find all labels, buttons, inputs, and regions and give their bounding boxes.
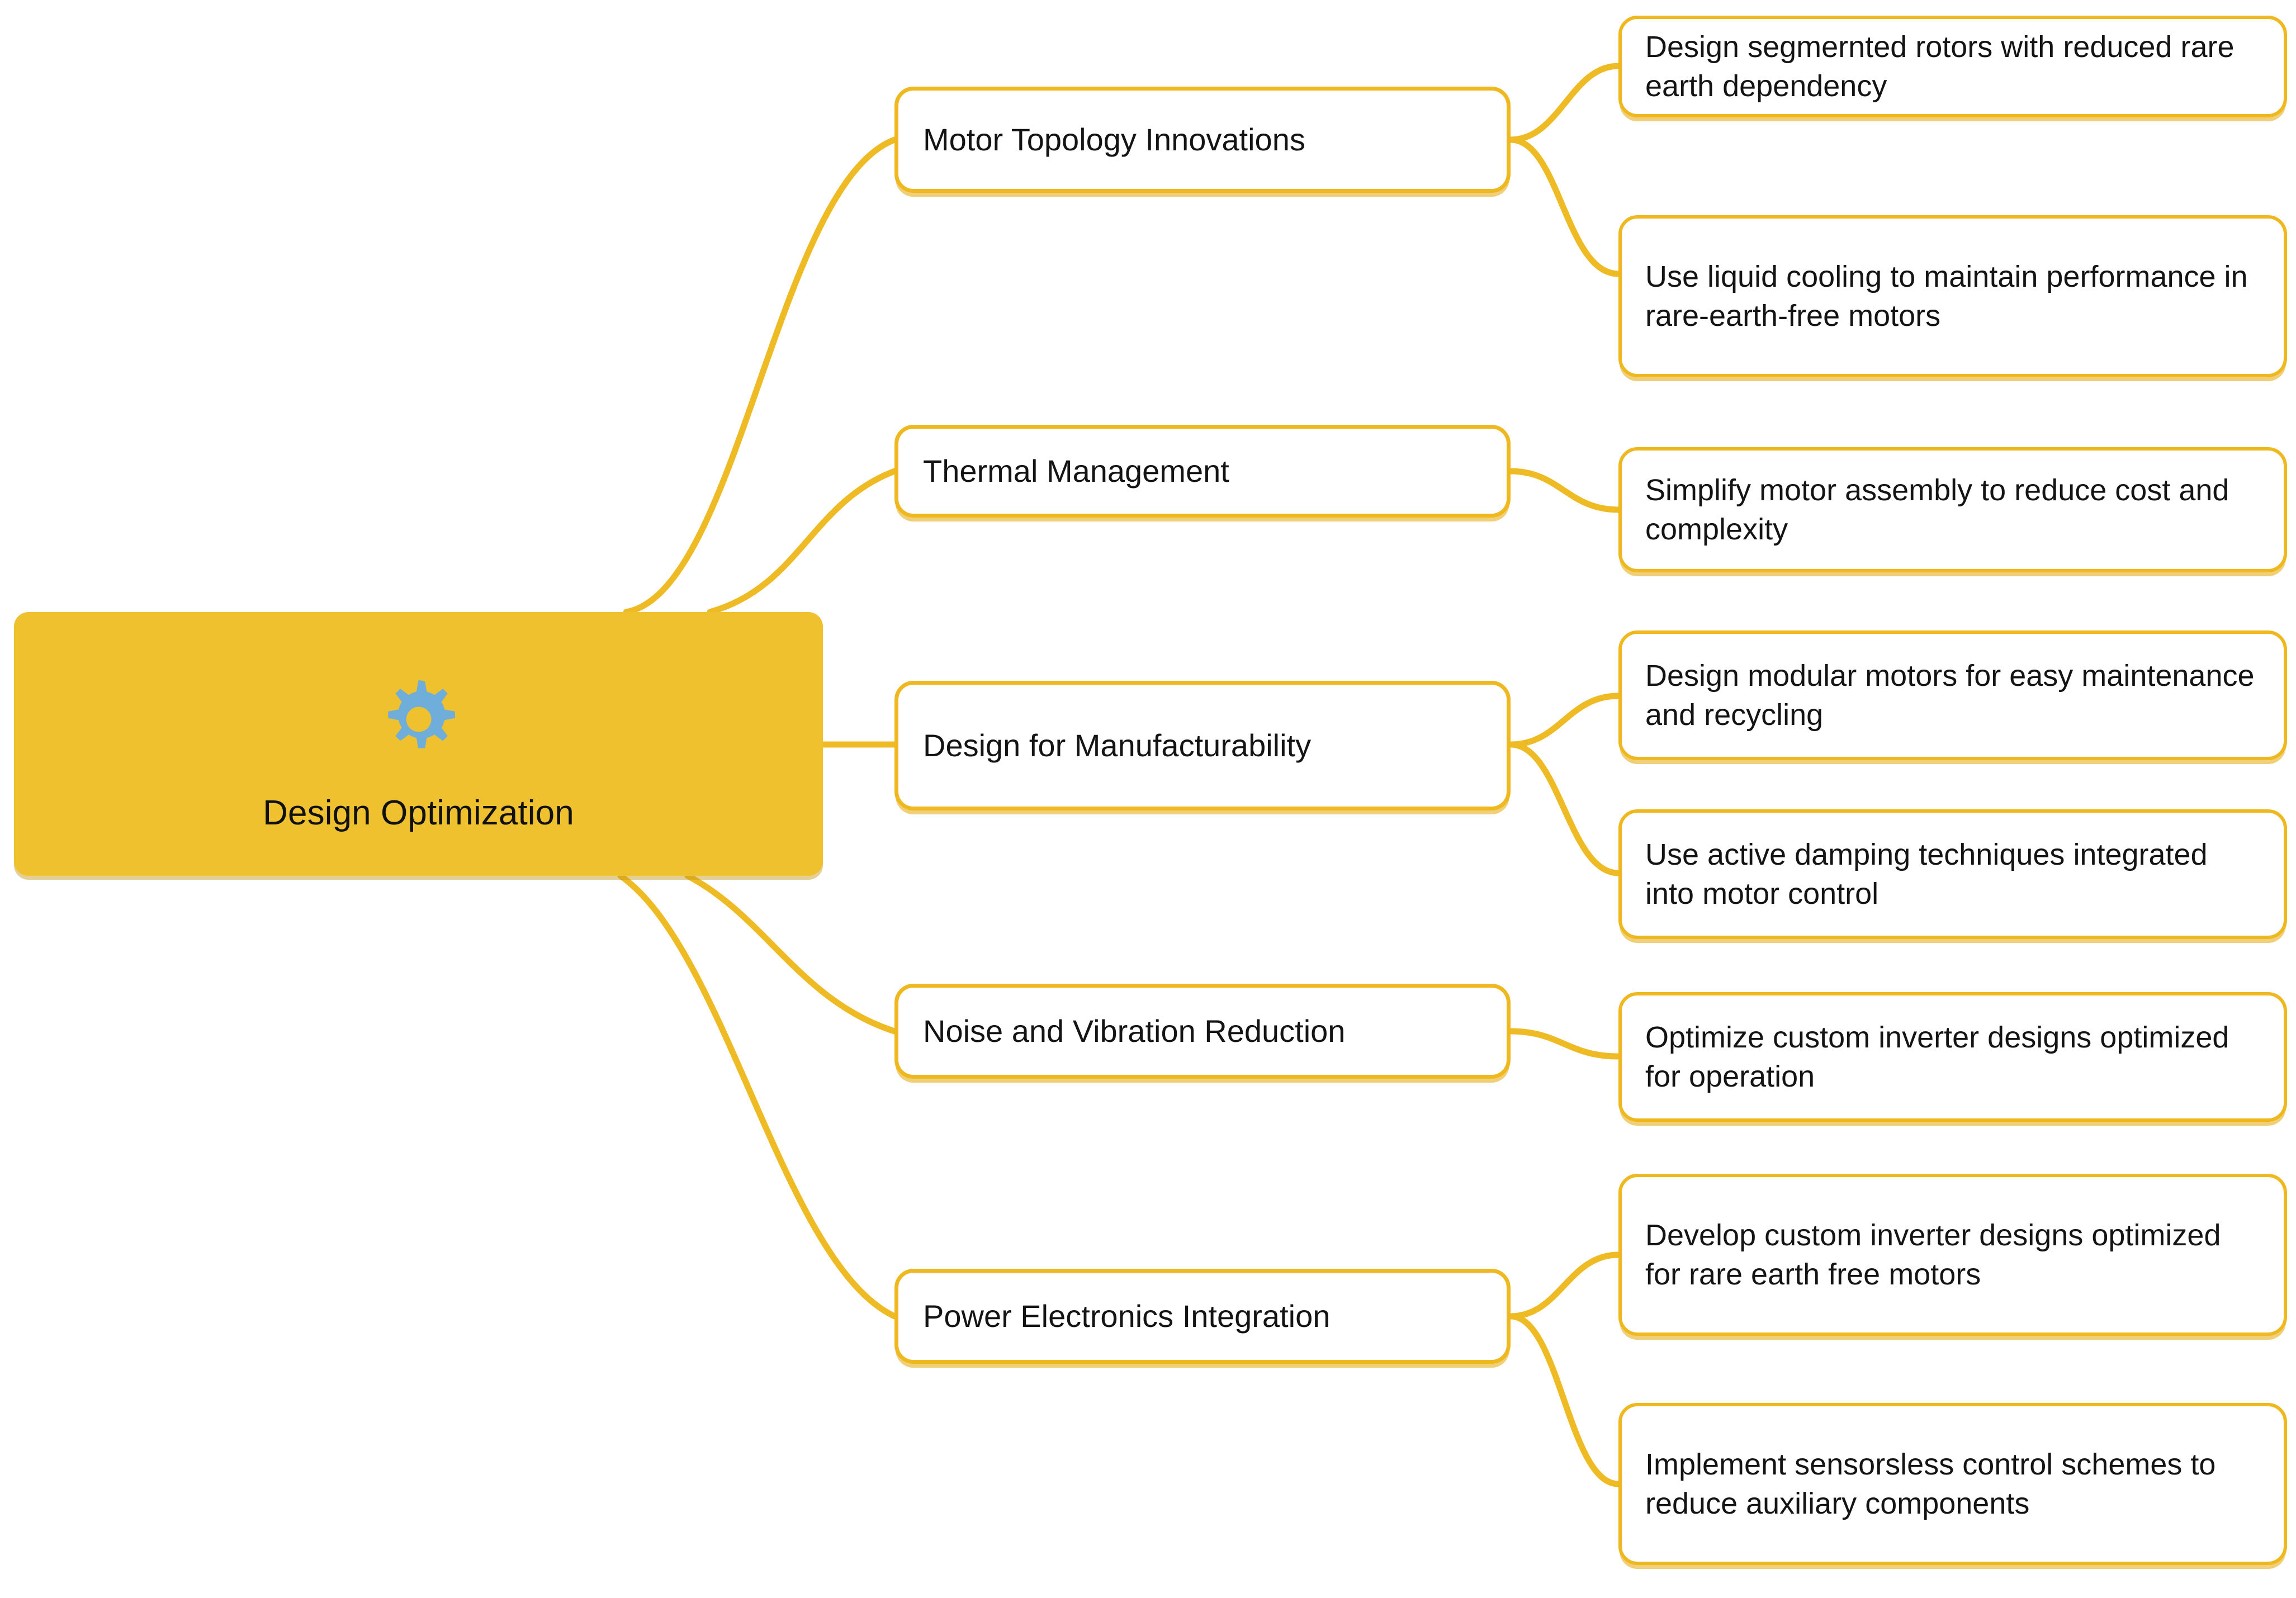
link-root-to-branch-2 (707, 468, 898, 615)
root-label: Design Optimization (263, 793, 574, 832)
link-branch-1-to-leaf-1 (1507, 63, 1622, 143)
leaf-label: Use active damping techniques integrated… (1645, 837, 2208, 911)
link-branch-2-to-leaf-1 (1507, 468, 1622, 513)
link-root-to-branch-4 (684, 873, 898, 1035)
leaf-node-simplify-motor-assembly[interactable]: Simplify motor assembly to reduce cost a… (1618, 447, 2287, 572)
leaf-node-liquid-cooling[interactable]: Use liquid cooling to maintain performan… (1618, 215, 2287, 377)
leaf-label: Design segmernted rotors with reduced ra… (1645, 30, 2235, 103)
leaf-node-modular-motors[interactable]: Design modular motors for easy maintenan… (1618, 630, 2287, 760)
link-root-to-branch-5 (617, 873, 898, 1320)
leaf-node-sensorless-control[interactable]: Implement sensorsless control schemes to… (1618, 1403, 2287, 1565)
leaf-label: Design modular motors for easy maintenan… (1645, 658, 2255, 732)
link-branch-4-to-leaf-1 (1507, 1028, 1622, 1060)
branch-label: Design for Manufacturability (923, 727, 1312, 763)
leaf-label: Implement sensorsless control schemes to… (1645, 1447, 2216, 1520)
gear-icon (374, 675, 463, 764)
link-root-to-branch-1 (623, 136, 898, 615)
link-branch-3-to-leaf-2 (1507, 741, 1622, 876)
leaf-node-develop-custom-inverter[interactable]: Develop custom inverter designs optimize… (1618, 1174, 2287, 1336)
link-branch-1-to-leaf-2 (1507, 136, 1622, 277)
branch-node-motor-topology-innovations[interactable]: Motor Topology Innovations (894, 87, 1511, 193)
leaf-node-design-segmented-rotors[interactable]: Design segmernted rotors with reduced ra… (1618, 16, 2287, 117)
link-branch-5-to-leaf-1 (1507, 1251, 1622, 1320)
leaf-label: Develop custom inverter designs optimize… (1645, 1218, 2221, 1291)
branch-label: Power Electronics Integration (923, 1298, 1331, 1334)
link-branch-3-to-leaf-1 (1507, 693, 1622, 748)
branch-label: Noise and Vibration Reduction (923, 1013, 1346, 1049)
branch-label: Motor Topology Innovations (923, 121, 1305, 157)
branch-label: Thermal Management (923, 453, 1229, 489)
branch-node-thermal-management[interactable]: Thermal Management (894, 425, 1511, 518)
link-branch-5-to-leaf-2 (1507, 1313, 1622, 1487)
branch-node-power-electronics-integration[interactable]: Power Electronics Integration (894, 1269, 1511, 1364)
leaf-label: Simplify motor assembly to reduce cost a… (1645, 473, 2229, 546)
leaf-label: Use liquid cooling to maintain performan… (1645, 259, 2248, 333)
leaf-label: Optimize custom inverter designs optimiz… (1645, 1020, 2229, 1093)
leaf-node-active-damping[interactable]: Use active damping techniques integrated… (1618, 809, 2287, 939)
branch-node-noise-and-vibration-reduction[interactable]: Noise and Vibration Reduction (894, 984, 1511, 1079)
leaf-node-optimize-custom-inverter[interactable]: Optimize custom inverter designs optimiz… (1618, 992, 2287, 1122)
root-node[interactable]: Design Optimization (14, 612, 823, 876)
branch-node-design-for-manufacturability[interactable]: Design for Manufacturability (894, 681, 1511, 810)
